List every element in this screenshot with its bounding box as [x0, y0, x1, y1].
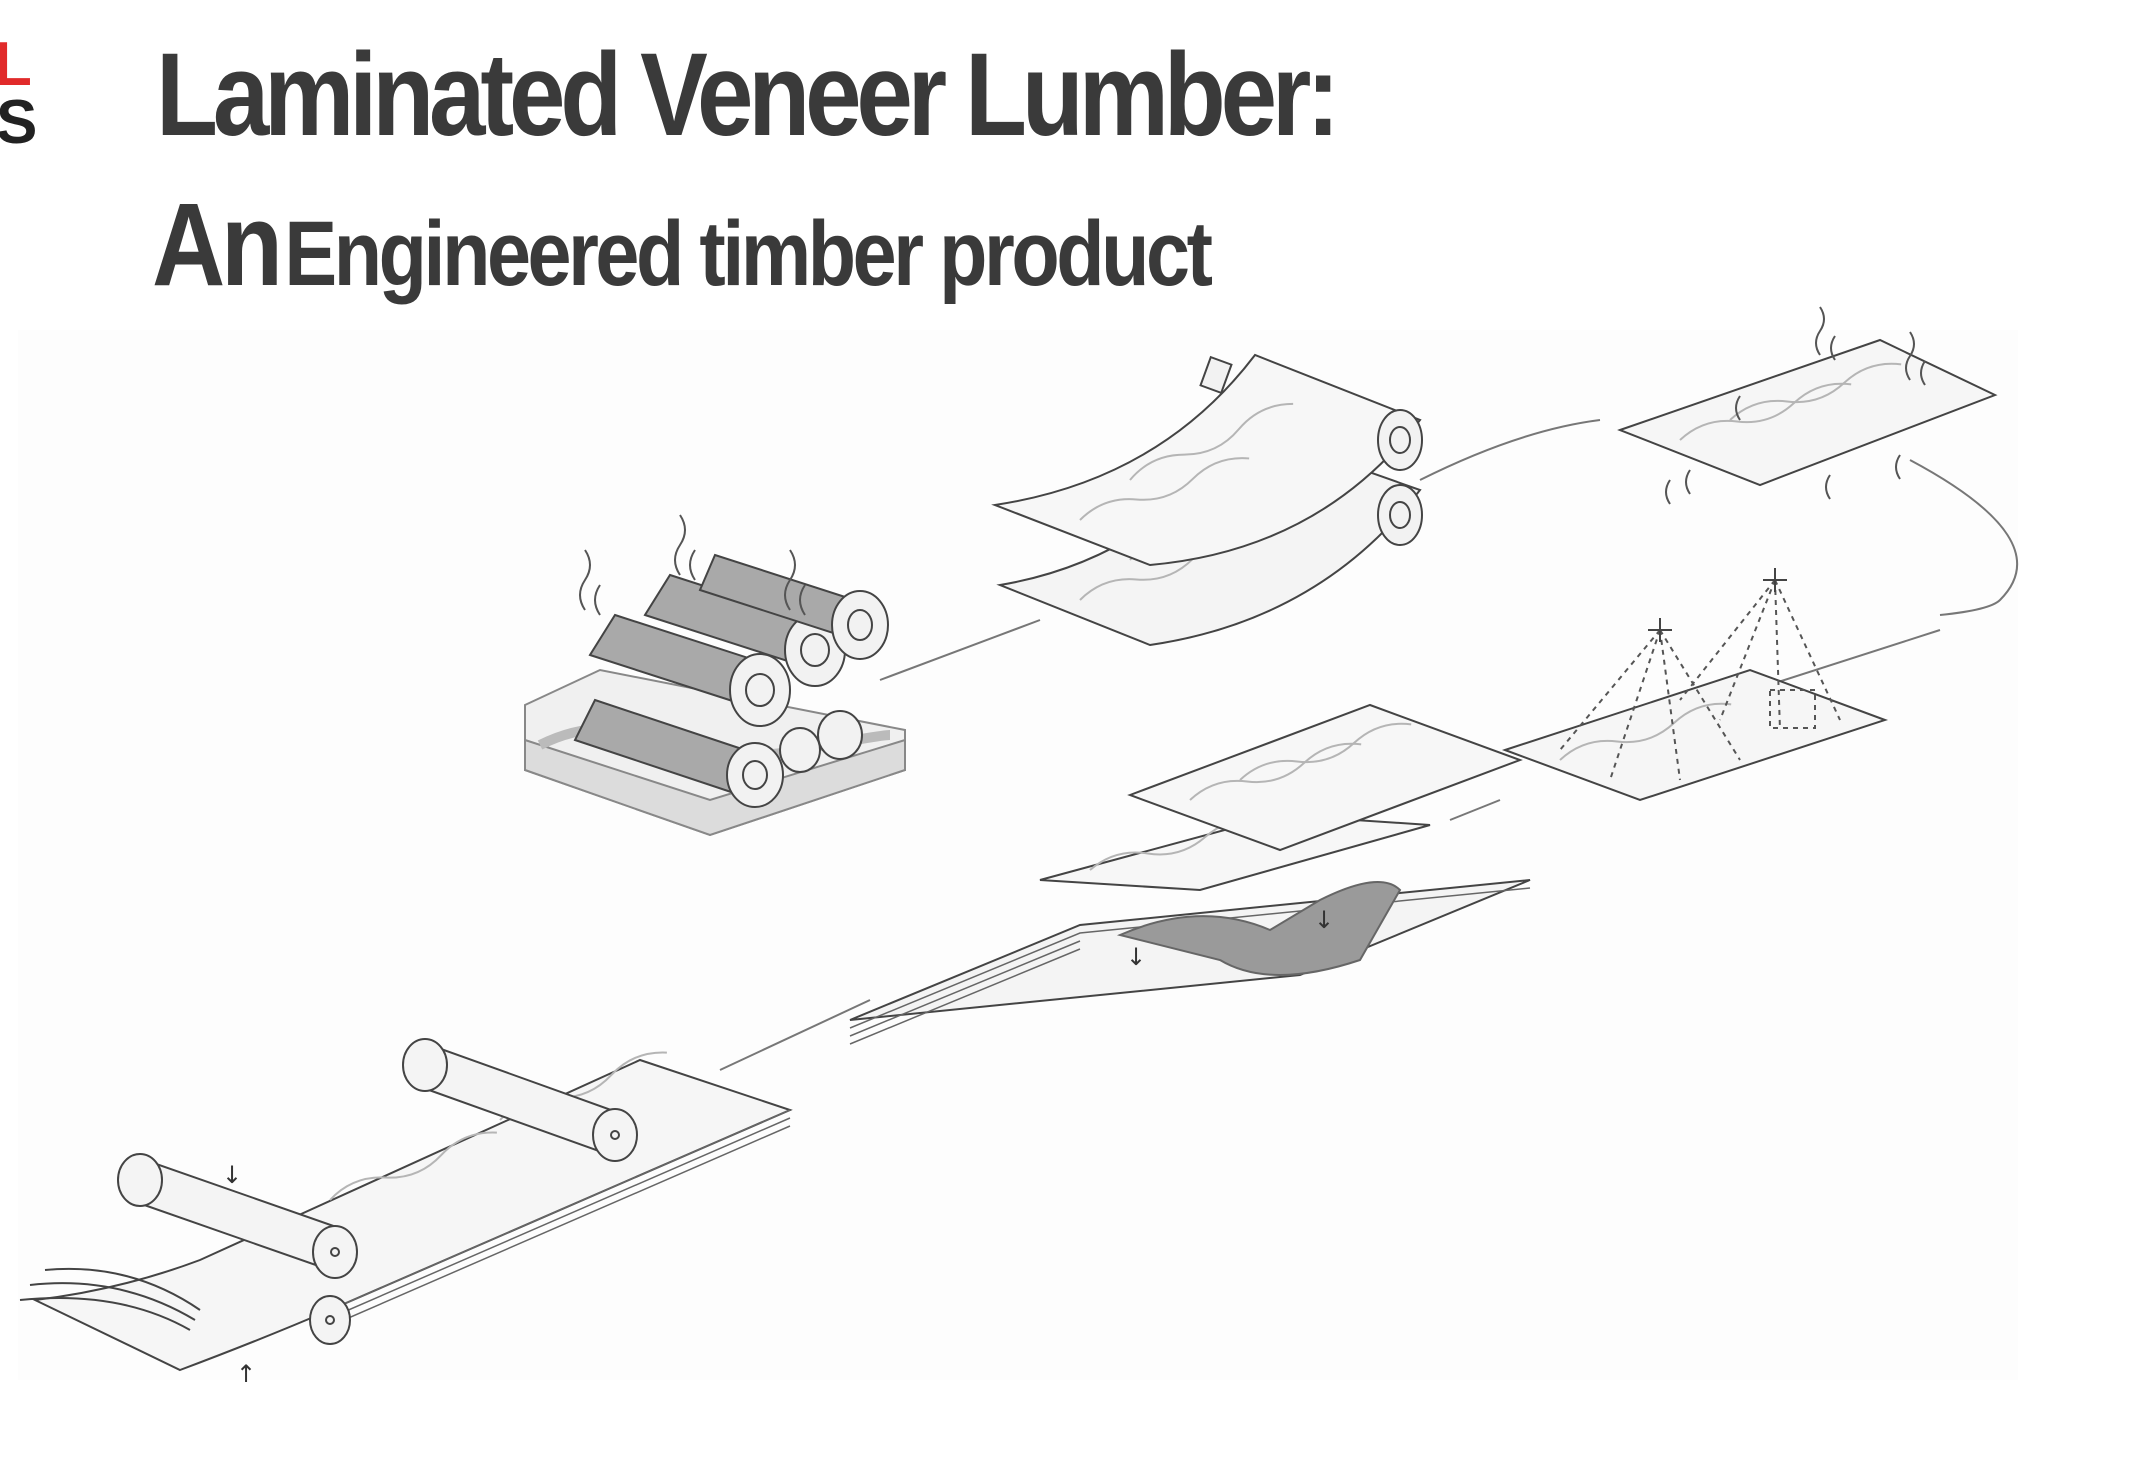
- veneer-roll-icon: [1378, 410, 1422, 470]
- grading-scan-stage: [1505, 568, 1885, 800]
- veneer-roll-icon: [1378, 485, 1422, 545]
- arrow-up-icon: ↑: [236, 1360, 256, 1388]
- glue-layup-stage: ↓ ↓: [850, 705, 1530, 1044]
- page-title: Laminated Veneer Lumber:: [156, 30, 1335, 160]
- lvl-process-diagram: ↓ ↓ ↓ ↑: [0, 300, 2148, 1400]
- arrow-down-icon: ↓: [222, 1161, 242, 1189]
- arrow-down-icon: ↓: [1126, 943, 1146, 971]
- arrow-down-icon: ↓: [1314, 906, 1334, 934]
- steamed-logs-stage: [525, 515, 905, 835]
- brand-logo: L S: [0, 34, 44, 154]
- subtitle-text: Engineered timber product: [284, 203, 1209, 305]
- drying-veneer-stage: [1620, 307, 1995, 504]
- press-rollers-stage: ↓ ↑: [20, 1039, 790, 1388]
- logo-letter-bottom: S: [0, 92, 37, 154]
- peeled-veneer-stage: [995, 355, 1422, 645]
- subtitle-prefix: An: [152, 179, 279, 311]
- logo-letter-top: L: [0, 34, 32, 96]
